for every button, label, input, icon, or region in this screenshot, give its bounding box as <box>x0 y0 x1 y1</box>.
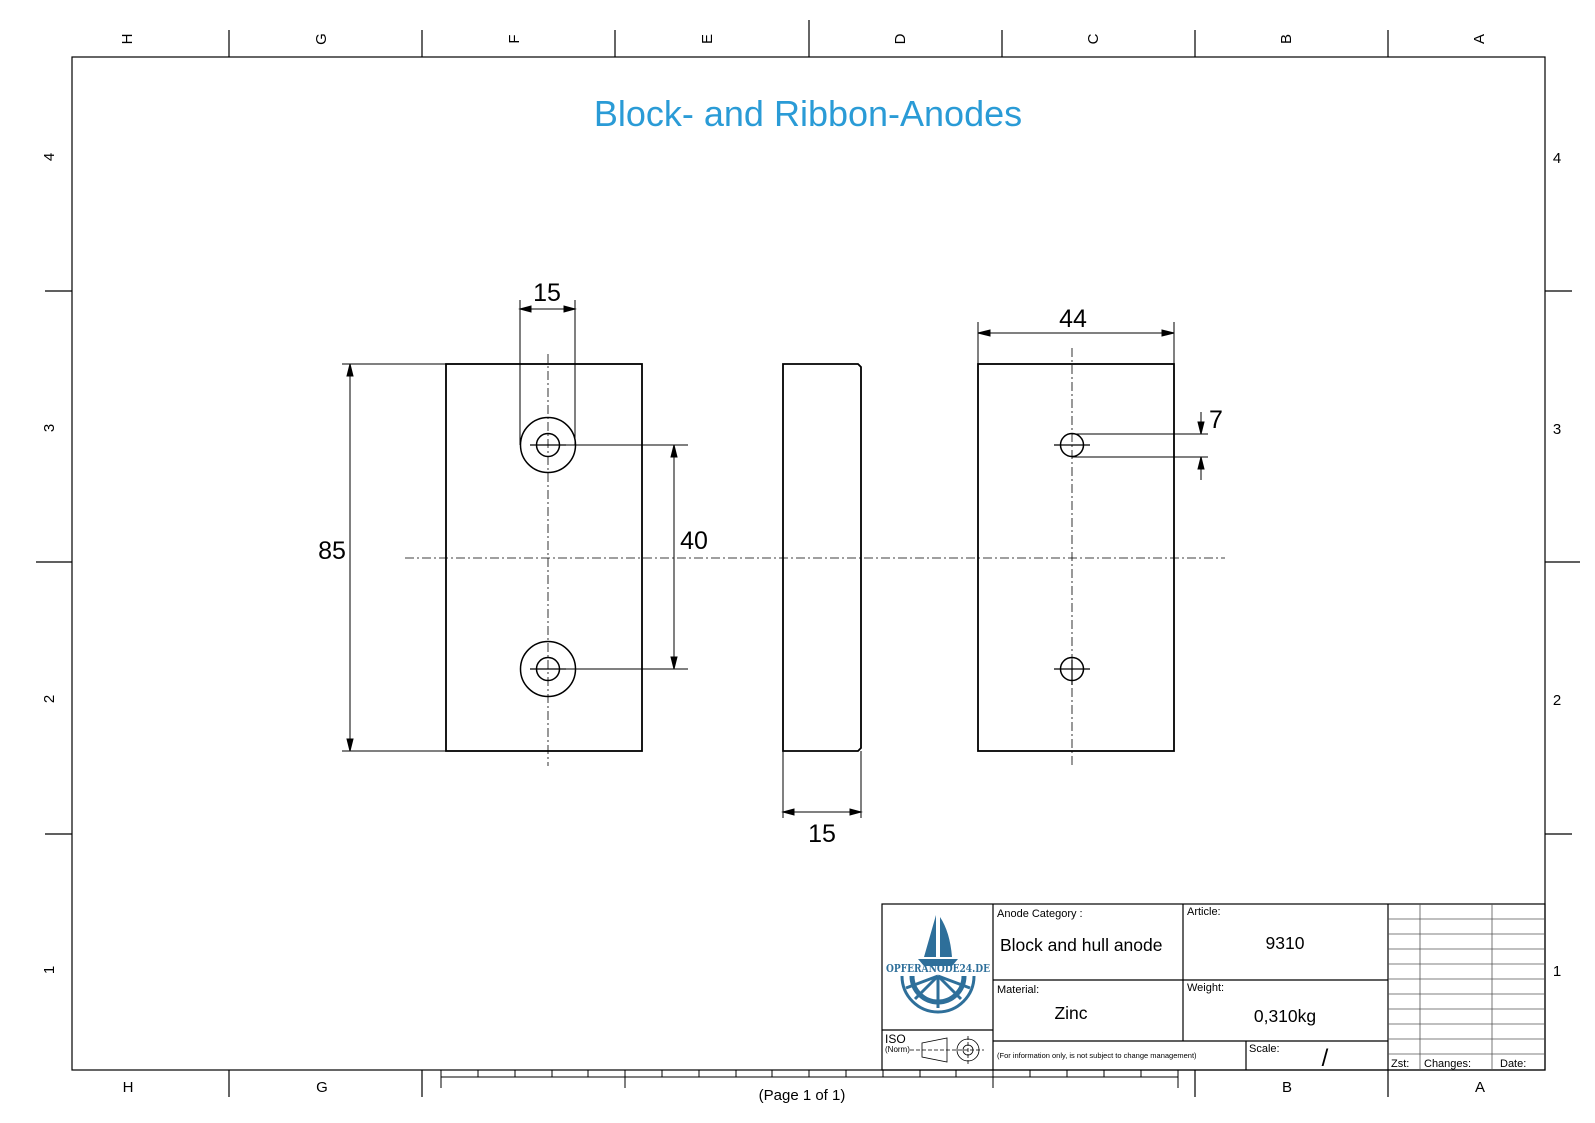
side-view <box>781 363 863 818</box>
bottom-col-b: B <box>1282 1079 1292 1096</box>
left-row-4: 4 <box>41 153 58 161</box>
sailboat-icon <box>924 915 952 957</box>
revision-changes-header: Changes: <box>1424 1058 1471 1070</box>
info-note: (For information only, is not subject to… <box>997 1051 1197 1060</box>
revision-zst-header: Zst: <box>1391 1058 1409 1070</box>
dim-hole-diameter: 7 <box>1209 406 1223 434</box>
right-row-2: 2 <box>1553 692 1561 709</box>
category-value: Block and hull anode <box>1000 935 1162 955</box>
ship-wheel-icon <box>900 974 976 1014</box>
scale-value: / <box>1322 1045 1329 1072</box>
left-row-1: 1 <box>41 966 58 974</box>
scale-label: Scale: <box>1249 1043 1280 1055</box>
left-row-2: 2 <box>41 695 58 703</box>
article-label: Article: <box>1187 906 1221 918</box>
logo-text: OPFERANODE24.DE <box>886 961 990 975</box>
revision-date-header: Date: <box>1500 1058 1526 1070</box>
dim-thickness: 15 <box>808 820 836 848</box>
bottom-col-a: A <box>1475 1079 1485 1096</box>
page-indicator: (Page 1 of 1) <box>759 1087 846 1104</box>
top-col-c: C <box>1085 33 1102 44</box>
bottom-scale-ruler <box>440 1070 1179 1088</box>
front-view <box>445 354 643 766</box>
bottom-col-h: H <box>123 1079 134 1096</box>
material-value: Zinc <box>1054 1003 1087 1023</box>
right-row-4: 4 <box>1553 150 1561 167</box>
material-label: Material: <box>997 984 1039 996</box>
inner-border <box>71 56 1546 1071</box>
top-col-g: G <box>313 33 330 45</box>
rear-view <box>977 348 1175 768</box>
right-row-1: 1 <box>1553 963 1561 980</box>
projection-symbol-icon <box>910 1036 984 1064</box>
dim-hole-pitch: 40 <box>680 527 708 555</box>
top-column-letters: H G F E D C B A <box>119 33 1488 45</box>
bottom-column-letters: H G B A <box>123 1079 1485 1096</box>
front-view-outline <box>445 363 643 752</box>
left-row-numbers: 4 3 2 1 <box>41 153 58 974</box>
dim-height: 85 <box>318 537 346 565</box>
norm-label: (Norm) <box>885 1045 910 1054</box>
rear-view-outline <box>977 363 1175 752</box>
category-label: Anode Category : <box>997 908 1083 920</box>
weight-value: 0,310kg <box>1254 1006 1316 1026</box>
bottom-col-g: G <box>316 1079 328 1096</box>
left-row-3: 3 <box>41 424 58 432</box>
top-col-b: B <box>1278 34 1295 44</box>
dim-width: 44 <box>1059 305 1087 333</box>
right-row-numbers: 4 3 2 1 <box>1553 150 1561 980</box>
rear-view-dimensions <box>977 322 1208 480</box>
weight-label: Weight: <box>1187 982 1224 994</box>
top-col-e: E <box>699 34 716 44</box>
dim-hole-spacing-width: 15 <box>533 279 561 307</box>
top-col-a: A <box>1471 34 1488 44</box>
drawing-title: Block- and Ribbon-Anodes <box>594 93 1022 134</box>
front-view-dimensions <box>342 300 688 752</box>
side-view-outline <box>782 363 862 752</box>
top-col-f: F <box>506 34 523 43</box>
company-logo: OPFERANODE24.DE <box>886 915 990 1014</box>
article-value: 9310 <box>1266 933 1305 953</box>
title-block <box>881 903 1546 1071</box>
iso-label: ISO <box>885 1032 906 1046</box>
drawing-frame <box>36 20 1580 1097</box>
top-col-h: H <box>119 34 136 45</box>
right-row-3: 3 <box>1553 421 1561 438</box>
top-col-d: D <box>892 33 909 44</box>
